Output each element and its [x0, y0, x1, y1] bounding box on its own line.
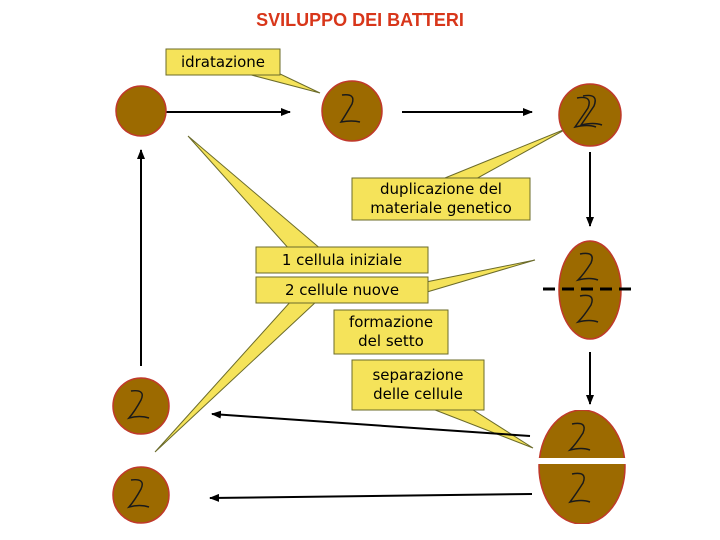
genetic-material-icon: [126, 389, 150, 420]
hydration-label: idratazione: [180, 53, 266, 71]
initial-cell-callout-box: [255, 246, 429, 274]
separated-cell-bottom-half: [538, 464, 626, 524]
septum-label-line2: del setto: [358, 332, 424, 350]
septum-callout-box: [333, 309, 449, 355]
duplication-label-line1: duplicazione del: [380, 180, 502, 198]
separation-callout-box: [351, 359, 485, 411]
duplication-callout-pointer: [439, 127, 569, 181]
initial-cell-callout-pointer: [187, 135, 324, 251]
initial-spore-cell: [115, 85, 167, 137]
duplication-label: duplicazione del materiale genetico: [352, 180, 530, 218]
new-cells-label: 2 cellule nuove: [284, 281, 400, 299]
new-cell-top: [112, 377, 170, 435]
genetic-material-icon: [339, 93, 361, 124]
arrow-separated-to-new-cell-top: [211, 410, 531, 437]
separation-callout-pointer: [429, 407, 534, 449]
genetic-material-icon: [575, 252, 599, 282]
genetic-material-icon: [579, 94, 603, 127]
separation-label-line2: delle cellule: [373, 385, 463, 403]
genetic-material-icon: [575, 294, 599, 324]
arrow-separated-to-new-cell-bottom: [209, 493, 533, 502]
diagram-title: SVILUPPO DEI BATTERI: [256, 10, 464, 30]
new-cells-callout-pointer-left: [154, 299, 320, 453]
genetic-material-icon: [567, 422, 591, 452]
genetic-material-icon: [568, 472, 591, 504]
initial-cell-label: 1 cellula iniziale: [281, 251, 403, 269]
duplication-label-line2: materiale genetico: [370, 199, 512, 217]
hydrated-cell: [321, 80, 383, 142]
new-cells-callout-box: [255, 276, 429, 304]
septum-label-line1: formazione: [348, 313, 434, 331]
separation-label-line1: separazione: [372, 366, 464, 384]
duplication-callout-box: [351, 177, 531, 221]
new-cell-bottom: [112, 466, 170, 524]
septum-label: formazione del setto: [334, 313, 448, 351]
hydration-callout-box: [165, 48, 281, 76]
separation-label: separazione delle cellule: [352, 366, 484, 404]
duplicated-genetic-material-cell: [558, 83, 622, 147]
genetic-material-icon: [126, 478, 150, 509]
genetic-material-icon: [573, 96, 597, 129]
